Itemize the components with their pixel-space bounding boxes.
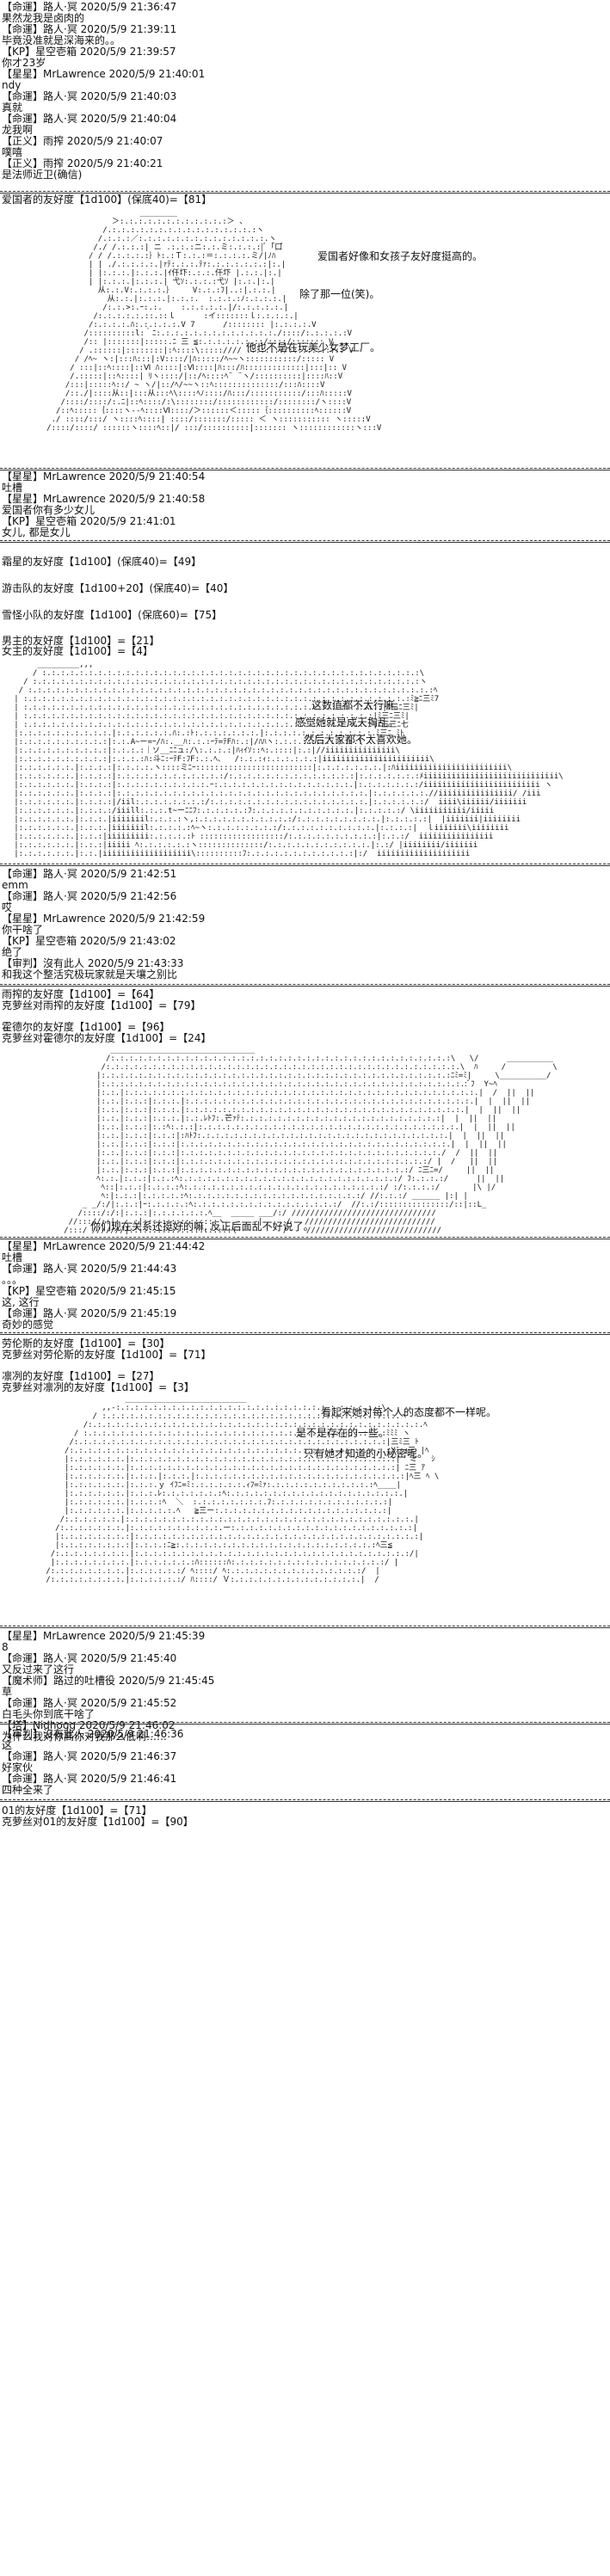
separator-2 [0,468,610,469]
aa1-note-3: 他也不是在玩美少女梦工厂。 [246,341,381,354]
chat-message: 8 [2,1641,9,1653]
chat-header: 【KP】星空壱箱 2020/5/9 21:41:01 [2,515,176,527]
roll-male-lead: 男主的友好度【1d100】=【21】 [2,635,160,647]
roll-01: 01的友好度【1d100】=【71】 [2,1804,152,1817]
aa4-note-1: 看起来她对每个人的态度都不一样呢。 [321,1406,497,1418]
chat-message: 。。。 [2,1274,23,1286]
chat-message: 为什么我对你高你对我那么低啊…… [2,1731,168,1743]
roll-yeti-squad: 雪怪小队的友好度【1d100】(保底60)=【75】 [2,609,223,621]
separator-5 [0,984,610,985]
chat-header: 【命運】路人·冥 2020/5/9 21:40:03 [2,90,177,102]
chat-message: 真就 [2,101,23,114]
chat-message: 果然龙我是卤肉的 [2,12,85,24]
aa2-note-3: 然后大家都不太喜欢她。 [304,734,418,746]
chat-message: 草 [2,1686,13,1698]
ascii-art-kroos-1: _______________________________ /:.:.:.:… [64,1046,558,1235]
chat-header: 【星星】MrLawrence 2020/5/9 21:40:54 [2,470,206,483]
chat-header: 【命運】路人·冥 2020/5/9 21:45:19 [2,1307,177,1319]
chat-message: 四种全来了 [2,1784,54,1796]
separator-1 [0,191,610,192]
chat-message: 又反过来了这行 [2,1663,75,1675]
roll-guerrilla: 游击队的友好度【1d100+20】(保底40)=【40】 [2,582,234,594]
chat-message: emm [2,879,28,891]
chat-message: 哎 [2,901,13,913]
chat-message: 女儿, 都是女儿 [2,526,71,538]
chat-message: 吐槽 [2,482,23,494]
chat-message: 龙我啊 [2,124,34,136]
roll-frostnova: 霜星的友好度【1d100】(保底40)=【49】 [2,556,202,568]
aa2-note-1: 这数值都不太行嘛。 [311,699,405,711]
chat-message: ndy [2,79,22,91]
chat-message: 毕竟没准就是深海来的。。 [2,34,121,46]
aa3-note: 你们现在关系还挺好的嘛, 反正后面乱不好说了。 [90,1220,314,1233]
chat-header: 【命運】路人·冥 2020/5/9 21:40:04 [2,113,177,125]
chat-message: 这 [2,1739,13,1751]
chat-header: 【审判】沒有此人 2020/5/9 21:46:36 [2,1728,184,1740]
separator-7 [0,1332,610,1333]
roll-lin: 凛冽的友好度【1d100】=【27】 [2,1370,160,1382]
chat-message: 绝了 [2,946,23,958]
chat-header: 【命運】路人·冥 2020/5/9 21:46:41 [2,1773,177,1785]
chat-header: 【星星】MrLawrence 2020/5/9 21:40:01 [2,68,206,80]
chat-header: 【命運】路人·冥 2020/5/9 21:46:37 [2,1750,177,1762]
chat-header: 【KP】星空壱箱 2020/5/9 21:39:57 [2,46,176,58]
chat-header: 【命運】路人·冥 2020/5/9 21:44:43 [2,1263,177,1275]
roll-hoder: 霍德尔的友好度【1d100】=【96】 [2,1021,170,1033]
ascii-art-kroos-2: __________________________ ,,-:.:.:.:.:.… [46,1395,440,1584]
chat-message: 好家伙 [2,1761,34,1774]
chat-header: 【命運】路人·冥 2020/5/9 21:42:56 [2,890,177,902]
chat-header: 【正义】雨搾 2020/5/9 21:40:07 [2,135,163,147]
chat-message: 这, 这行 [2,1296,40,1308]
chat-message: 和我这个整活究极玩家就是天壤之别比 [2,968,178,981]
ascii-art-patriot: ________ ＞:.:.:.:.:.:.:.:.:.:.:.:＞ 、 /.:… [46,209,382,433]
chat-message: 白毛头你到底干啥了 [2,1708,96,1720]
chat-header: 【星星】MrLawrence 2020/5/9 21:40:58 [2,493,206,505]
separator-3 [0,540,610,541]
roll-rain: 雨搾的友好度【1d100】=【64】 [2,988,160,1000]
chat-message: 是法师近卫(确信) [2,169,83,181]
separator-10 [0,1799,610,1800]
chat-message: 奇妙的感觉 [2,1319,54,1331]
chat-header: 【正义】雨搾 2020/5/9 21:40:21 [2,157,163,169]
chat-message: 你干啥了 [2,924,44,936]
roll-lawrence: 劳伦斯的友好度【1d100】=【30】 [2,1337,170,1349]
chat-header: 【KP】星空壱箱 2020/5/9 21:43:02 [2,935,176,947]
roll-female-lead: 女主的友好度【1d100】=【4】 [2,645,153,657]
chat-header: 【魔术师】路过的吐槽役 2020/5/9 21:45:45 [2,1675,215,1687]
chat-header: 【KP】星空壱箱 2020/5/9 21:45:15 [2,1285,176,1297]
chat-header: 【星星】MrLawrence 2020/5/9 21:45:39 [2,1630,206,1642]
roll-patriot: 爱国者的友好度【1d100】(保底40)=【81】 [2,194,213,206]
aa4-note-3: 只有她才知道的小秘密呢。 [304,1448,428,1460]
roll-cross-lin: 克萝丝对凛冽的友好度【1d100】=【3】 [2,1381,194,1393]
ascii-art-female-lead: _________,,, / :.:.:.:.:.:.:.:.:.:.:.:.:… [14,661,564,858]
roll-cross-01: 克萝丝对01的友好度【1d100】=【90】 [2,1816,194,1828]
chat-message: 吐槽 [2,1251,23,1263]
aa4-note-2: 是不是存在的一些。 [296,1427,390,1439]
chat-header: 【星星】MrLawrence 2020/5/9 21:44:42 [2,1240,206,1252]
aa2-note-2: 感觉她就是成天掏乱。 [295,716,399,729]
separator-6 [0,1237,610,1238]
chat-header: 【命運】路人·冥 2020/5/9 21:45:52 [2,1697,177,1709]
roll-cross-lawrence: 克萝丝对劳伦斯的友好度【1d100】=【71】 [2,1349,212,1361]
chat-header: 【命運】路人·冥 2020/5/9 21:42:51 [2,868,177,880]
chat-header: 【命運】路人·冥 2020/5/9 21:39:11 [2,23,177,35]
chat-header: 【命運】路人·冥 2020/5/9 21:36:47 [2,1,177,13]
chat-message: 你才23岁 [2,57,46,69]
aa1-note-1: 爱国者好像和女孩子友好度挺高的。 [317,250,484,262]
chat-message: 爱国者你有多少女儿 [2,504,96,516]
roll-cross-rain: 克萝丝对雨搾的友好度【1d100】=【79】 [2,999,201,1011]
chat-header: 【星星】MrLawrence 2020/5/9 21:42:59 [2,913,206,925]
separator-9 [0,1722,610,1723]
aa1-note-2: 除了那一位(笑)。 [299,288,380,300]
chat-header: 【审判】沒有此人 2020/5/9 21:43:33 [2,957,184,969]
roll-cross-hoder: 克萝丝对霍德尔的友好度【1d100】=【24】 [2,1032,212,1044]
chat-message: 噗嘻 [2,146,23,158]
chat-header: 【命運】路人·冥 2020/5/9 21:45:40 [2,1652,177,1664]
